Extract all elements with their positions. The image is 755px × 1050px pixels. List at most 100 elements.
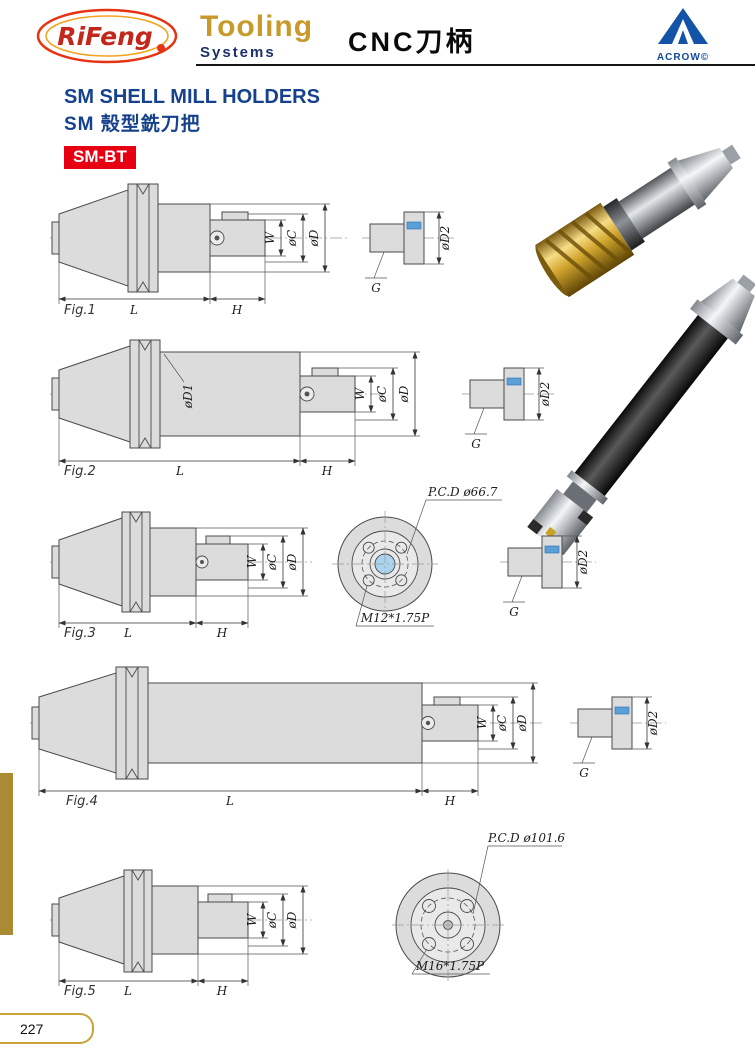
fig2-holder-outline: øD1: [50, 339, 382, 449]
fig4-holder-outline: [30, 666, 542, 780]
fig1-dim-w: W: [263, 230, 277, 244]
fig3-dim-d2: øD2: [576, 550, 590, 575]
holder-flange: [667, 157, 707, 210]
logo-oval-outer: [36, 8, 178, 64]
fig4-dim-c: øC: [495, 715, 509, 732]
coolant-slot: [544, 545, 560, 554]
acrow-triangle-icon: [658, 8, 708, 44]
section-title-en: SM SHELL MILL HOLDERS: [64, 86, 320, 108]
fig4-dim-h: H: [444, 794, 456, 808]
fig2-dim-c: øC: [375, 386, 389, 403]
fig2-dim-g: G: [471, 437, 481, 451]
header-rule: [196, 64, 755, 66]
holder-taper: [700, 278, 755, 333]
fig5-dim-d: øD: [285, 911, 299, 929]
fig4-dim-d2: øD2: [646, 711, 660, 736]
acrow-text: ACROW©: [656, 52, 710, 63]
fig2-dim-d1: øD1: [181, 384, 195, 409]
fig1-g-part: øD2 G: [362, 211, 454, 295]
fig3-dim-l: L: [123, 626, 132, 640]
fig1-dim-d2: øD2: [438, 226, 452, 251]
fig5-drawing: W øC øD L H P.C.D ø101.6 M16*1.75P Fig.5: [50, 831, 565, 999]
fig2-dim-w: W: [353, 386, 367, 400]
holder-taper: [678, 147, 733, 201]
fig4-dimensions: W øC øD L H: [38, 682, 538, 808]
fig1-dimensions: W øC øD L H: [58, 203, 330, 317]
acrow-logo: ACROW©: [648, 6, 718, 63]
cutter-flutes: [544, 211, 632, 281]
fig5-pcd-label: P.C.D ø101.6: [487, 831, 565, 845]
fig3-pcd-label: P.C.D ø66.7: [427, 485, 498, 499]
fig4-label: Fig.4: [66, 794, 98, 809]
product-photo-shell-mill-gold: [535, 144, 741, 298]
coolant-slot: [506, 377, 522, 386]
holder-body: [618, 167, 695, 239]
fig1-dim-g: G: [371, 281, 381, 295]
fig5-dim-l: L: [123, 984, 132, 998]
page-number-tab: 227: [0, 1013, 94, 1044]
photo1-assembly: [535, 144, 741, 298]
fig5-label: Fig.5: [64, 984, 96, 999]
fig3-dim-g: G: [509, 605, 519, 619]
page-title-cn: CNC刀柄: [348, 27, 476, 57]
fig2-dim-h: H: [321, 464, 333, 478]
fig5-holder-outline: [50, 869, 312, 973]
fig3-drawing: W øC øD L H P.C.D ø66.7 M12*1.75P øD2: [50, 485, 596, 641]
holder-flange: [690, 299, 744, 345]
carbide-insert: [545, 526, 557, 539]
fig1-dim-d: øD: [307, 229, 321, 247]
pull-stud: [737, 274, 755, 293]
logo-dot-icon: [157, 44, 165, 52]
fig3-dim-w: W: [245, 554, 259, 568]
fig1-dim-l: L: [129, 303, 138, 317]
brand-text: RiFeng: [57, 22, 153, 51]
logo-oval-inner: [45, 15, 169, 57]
fig3-front-view: P.C.D ø66.7 M12*1.75P: [332, 485, 502, 627]
fig4-dim-g: G: [579, 766, 589, 780]
pull-stud: [722, 144, 741, 165]
fig5-thread-label: M16*1.75P: [415, 959, 485, 973]
fig4-g-part: øD2 G: [570, 696, 666, 780]
page-title-systems: Systems: [200, 44, 276, 61]
page-number: 227: [20, 1020, 44, 1037]
fig2-dimensions: W øC øD L H: [58, 351, 420, 478]
fig4-dim-l: L: [225, 794, 234, 808]
fig3-label: Fig.3: [64, 626, 96, 641]
fig3-g-part: øD2 G: [500, 535, 596, 619]
cutter-collar: [603, 198, 645, 251]
fig1-dim-h: H: [231, 303, 243, 317]
fig2-g-part: øD2 G: [462, 367, 554, 451]
fig1-holder-outline: [50, 183, 350, 293]
side-gold-bar: [0, 773, 13, 935]
coolant-slot: [406, 221, 422, 230]
fig2-dim-l: L: [175, 464, 184, 478]
long-black-body: [574, 314, 728, 496]
fig5-dim-w: W: [245, 912, 259, 926]
fig4-dim-w: W: [475, 715, 489, 729]
fig3-dim-c: øC: [265, 554, 279, 571]
fig2-dim-d: øD: [397, 385, 411, 403]
fig2-dim-d2: øD2: [538, 382, 552, 407]
fig5-dim-c: øC: [265, 912, 279, 929]
title-block: Tooling Systems: [200, 10, 314, 62]
fig2-drawing: øD1 W øC øD L H øD2 G Fig.2: [50, 339, 554, 479]
fig3-dim-h: H: [216, 626, 228, 640]
fig5-front-view: P.C.D ø101.6 M16*1.75P: [392, 831, 565, 981]
fig2-label: Fig.2: [64, 464, 96, 479]
coolant-slot: [614, 706, 630, 715]
fig3-holder-outline: [50, 511, 312, 613]
series-badge: SM-BT: [64, 146, 136, 169]
rifeng-logo: RiFeng: [36, 8, 178, 64]
fig5-dimensions: W øC øD L H: [58, 885, 308, 998]
fig4-dim-d: øD: [515, 714, 529, 732]
fig1-dim-c: øC: [285, 230, 299, 247]
fig1-label: Fig.1: [64, 303, 96, 318]
fig3-dim-d: øD: [285, 553, 299, 571]
fig3-thread-label: M12*1.75P: [360, 611, 430, 625]
fig3-dimensions: W øC øD L H: [58, 527, 308, 640]
fig5-dim-h: H: [216, 984, 228, 998]
page-title-tooling: Tooling: [200, 10, 314, 43]
fig1-drawing: W øC øD L H øD2 G Fig.1: [50, 183, 454, 318]
fig4-drawing: W øC øD L H øD2 G Fig.4: [30, 666, 666, 809]
